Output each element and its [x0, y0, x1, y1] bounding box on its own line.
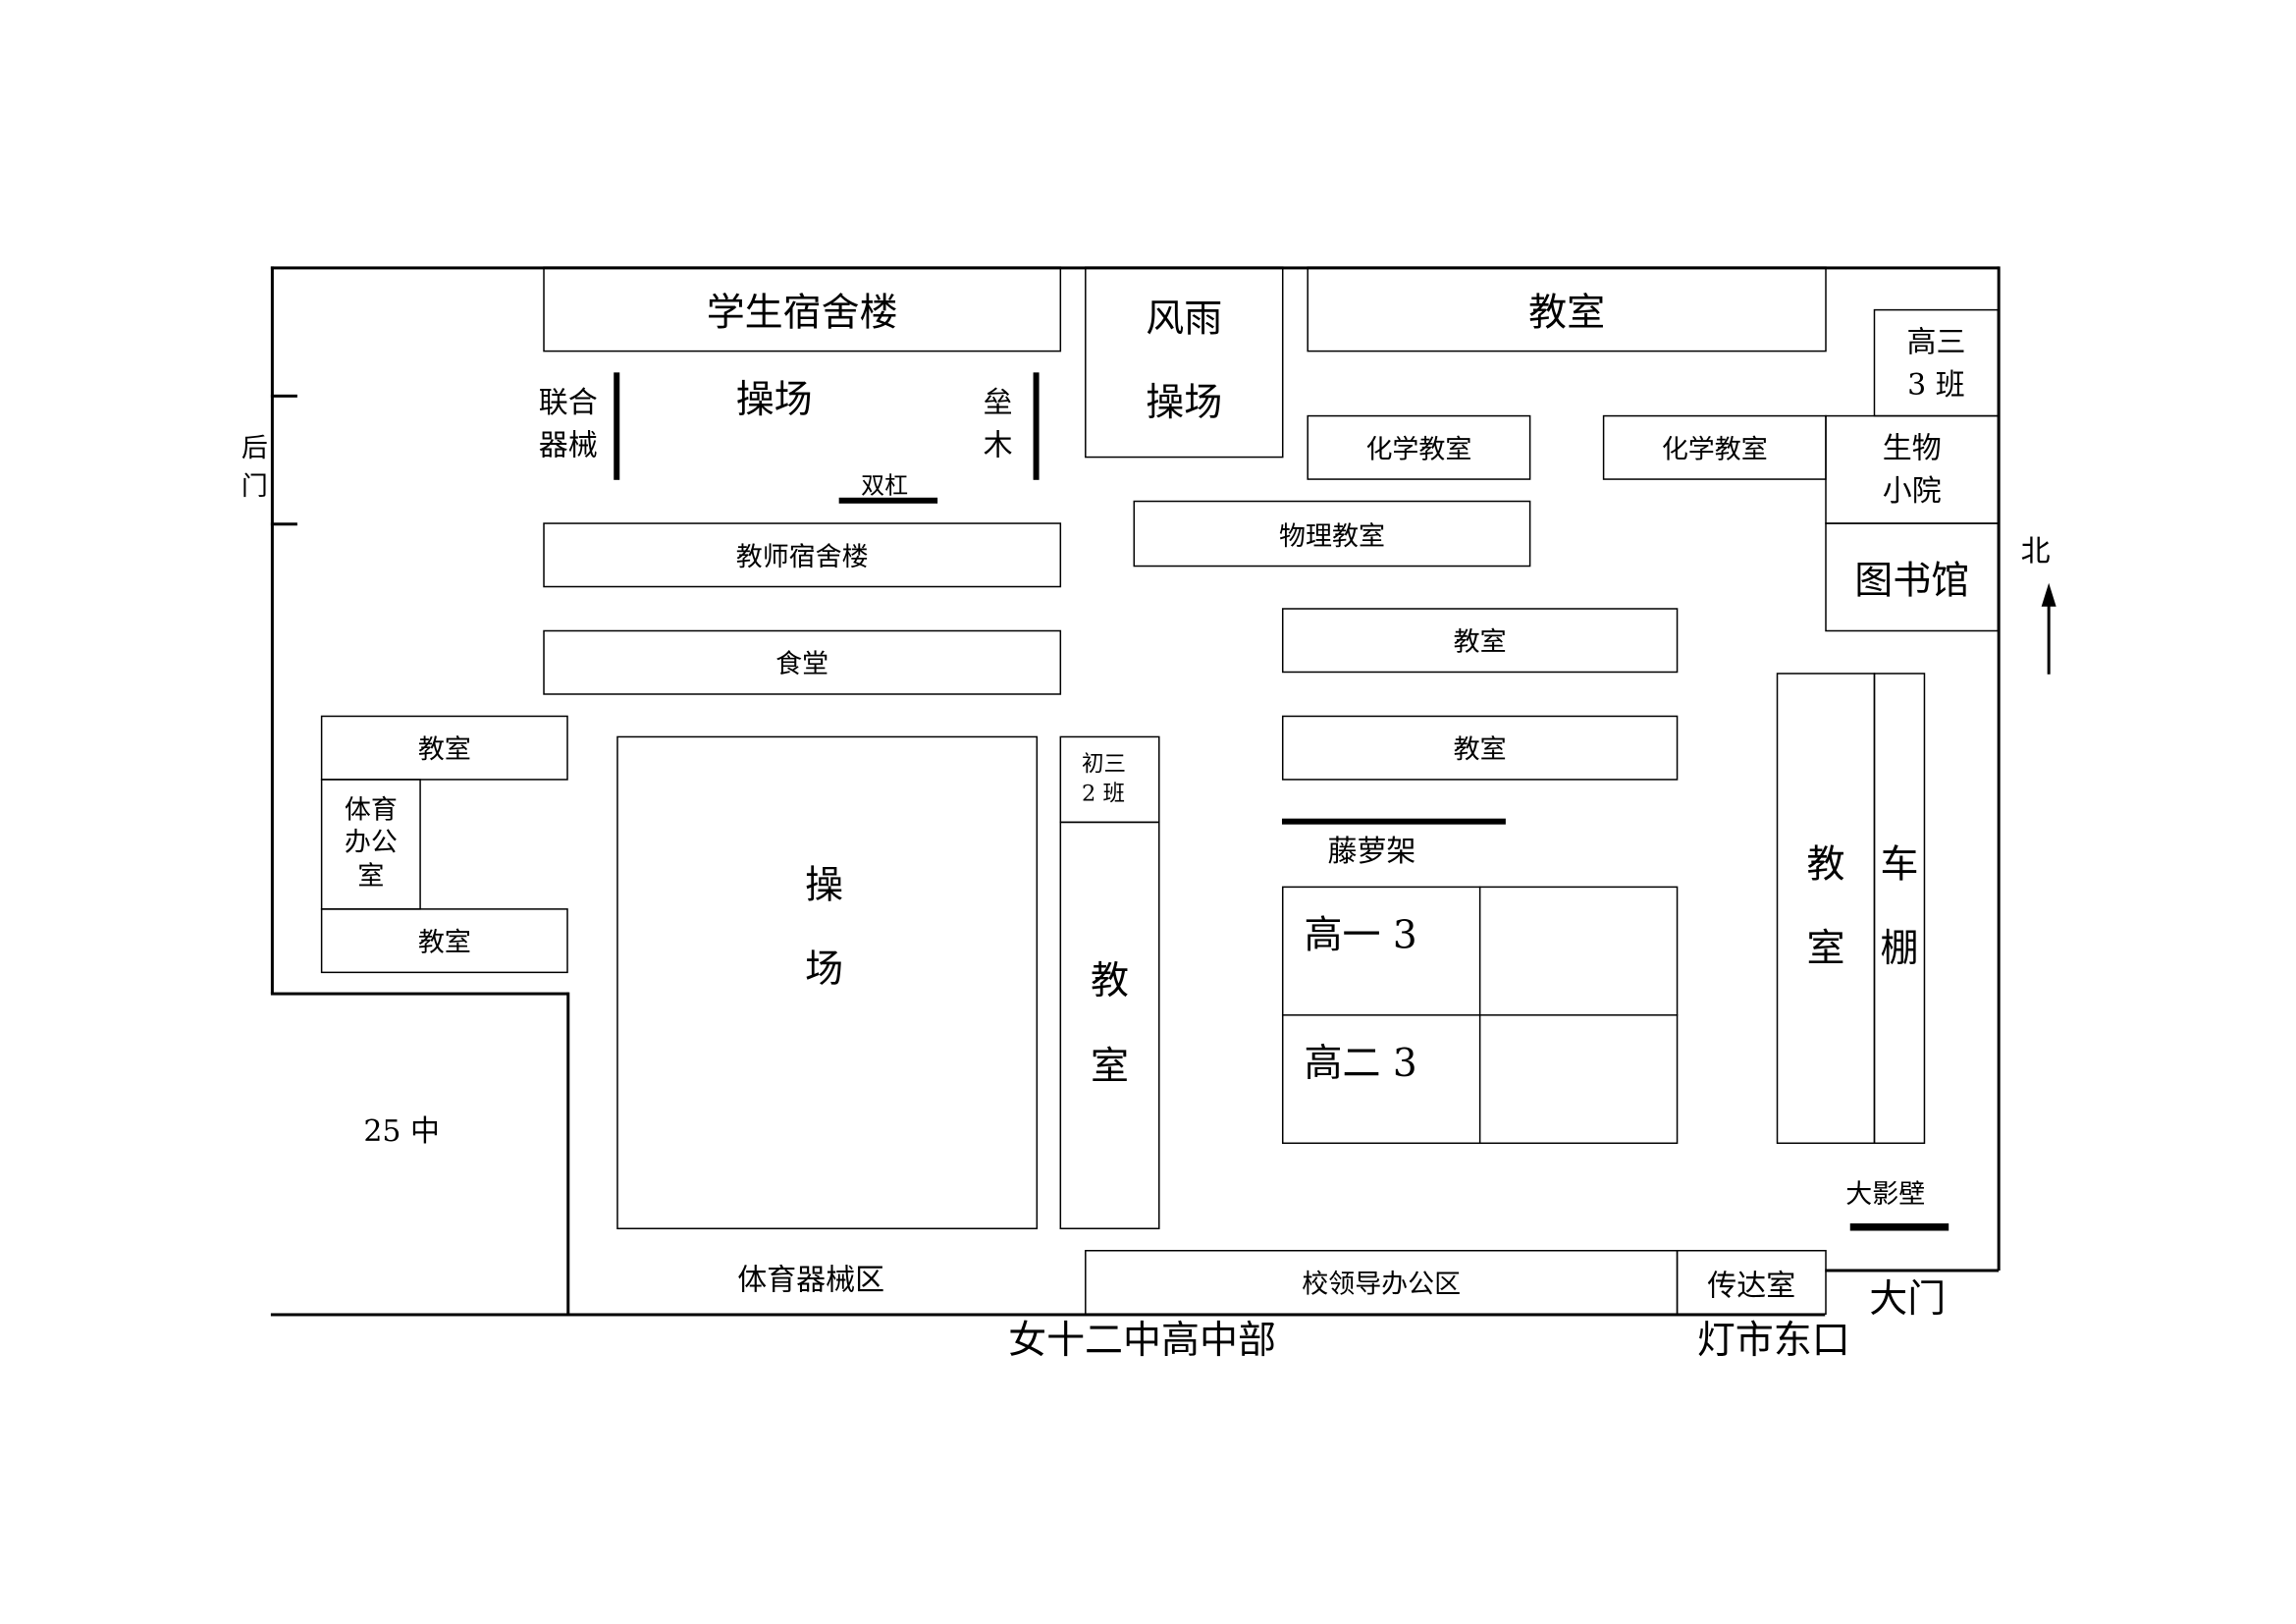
reception-label: 传达室 — [1707, 1267, 1796, 1303]
screen-wall-bar — [1849, 1223, 1949, 1231]
canteen: 食堂 — [543, 629, 1062, 695]
parallel-bars-label: 双杠 — [861, 470, 909, 500]
bio-yard-label: 生物 小院 — [1882, 429, 1942, 509]
classroom-left-1: 教室 — [320, 715, 568, 781]
pe-office: 体育 办公 室 — [320, 779, 421, 910]
pe-office-label: 体育 办公 室 — [344, 794, 398, 893]
classroom-long: 教 室 — [1059, 821, 1160, 1229]
classroom-left-2-label: 教室 — [417, 927, 471, 959]
grade11-class3-label: 高二 3 — [1304, 1042, 1417, 1087]
student-dorm: 学生宿舍楼 — [543, 266, 1062, 352]
teacher-dorm: 教师宿舍楼 — [543, 522, 1062, 588]
wall-left — [270, 266, 274, 995]
school-25-label: 25 中 — [363, 1112, 441, 1149]
back-gate-label: 后 门 — [240, 432, 268, 503]
classroom-mid-1: 教室 — [1281, 608, 1679, 674]
library-label: 图书馆 — [1854, 559, 1970, 604]
senior3-class3-label: 高三 3 班 — [1906, 323, 1966, 402]
indoor-playground-label: 风雨 操场 — [1146, 297, 1223, 426]
wall-25-right — [566, 992, 569, 1315]
classroom-mid-2: 教室 — [1281, 715, 1679, 781]
classroom-right: 教 室 — [1776, 673, 1876, 1145]
wall-25-top — [270, 992, 568, 995]
wisteria-label: 藤萝架 — [1327, 833, 1416, 869]
physics-room-label: 物理教室 — [1278, 520, 1385, 552]
admin-office-label: 校领导办公区 — [1302, 1269, 1462, 1300]
grade10-class3-label: 高一 3 — [1304, 914, 1417, 959]
north-label: 北 — [2020, 532, 2051, 568]
school-name-title: 女十二中高中部 — [1008, 1319, 1277, 1364]
screen-wall-label: 大影壁 — [1845, 1179, 1926, 1211]
combined-equipment-bar — [614, 372, 620, 480]
dengshi-dongkou-label: 灯市东口 — [1696, 1319, 1850, 1364]
bio-yard: 生物 小院 — [1825, 414, 2000, 524]
student-dorm-label: 学生宿舍楼 — [706, 291, 898, 336]
pe-equipment-label: 体育器械区 — [737, 1261, 885, 1297]
back-gate-tick-bottom — [270, 522, 297, 525]
main-gate-label: 大门 — [1869, 1277, 1947, 1323]
bike-shed: 车 棚 — [1873, 673, 1926, 1145]
classroom-left-1-label: 教室 — [417, 734, 471, 766]
chem-room-1: 化学教室 — [1307, 414, 1531, 480]
library: 图书馆 — [1825, 522, 2000, 632]
teacher-dorm-label: 教师宿舍楼 — [735, 541, 869, 573]
canteen-label: 食堂 — [775, 649, 829, 680]
classroom-mid-2-label: 教室 — [1453, 734, 1507, 766]
chem-room-2-label: 化学教室 — [1661, 434, 1768, 465]
classroom-mid-1-label: 教室 — [1453, 626, 1507, 659]
classroom-left-2: 教室 — [320, 908, 568, 974]
indoor-playground: 风雨 操场 — [1085, 266, 1284, 459]
north-arrow-icon — [2041, 582, 2056, 675]
wall-bottom — [270, 1313, 1826, 1316]
grade-block-hdivider — [1281, 1014, 1679, 1017]
playground-main — [616, 735, 1039, 1229]
wall-gate — [1825, 1269, 2000, 1272]
playground-top-label: 操场 — [735, 378, 813, 423]
wisteria-bar — [1281, 818, 1506, 825]
wall-right — [1997, 266, 2000, 1271]
chem-room-2: 化学教室 — [1602, 414, 1827, 480]
playground-main-label: 操 场 — [805, 864, 844, 993]
balance-beam-label: 垒 木 — [983, 384, 1013, 462]
classroom-top: 教室 — [1307, 266, 1827, 352]
chem-room-1-label: 化学教室 — [1365, 434, 1472, 465]
bike-shed-label: 车 棚 — [1880, 842, 1919, 972]
junior3-class2: 初三 2 班 — [1059, 735, 1160, 824]
classroom-long-label: 教 室 — [1091, 960, 1130, 1089]
junior3-class2-label: 初三 2 班 — [1082, 750, 1127, 806]
reception: 传达室 — [1676, 1249, 1827, 1315]
parallel-bars-bar — [838, 497, 938, 504]
senior3-class3: 高三 3 班 — [1873, 308, 2000, 417]
physics-room: 物理教室 — [1133, 500, 1531, 568]
classroom-right-label: 教 室 — [1806, 842, 1845, 972]
back-gate-tick-top — [270, 394, 297, 398]
combined-equipment-label: 联合 器械 — [538, 384, 598, 462]
balance-beam-bar — [1033, 372, 1040, 480]
admin-office: 校领导办公区 — [1085, 1249, 1679, 1315]
classroom-top-label: 教室 — [1528, 291, 1606, 336]
